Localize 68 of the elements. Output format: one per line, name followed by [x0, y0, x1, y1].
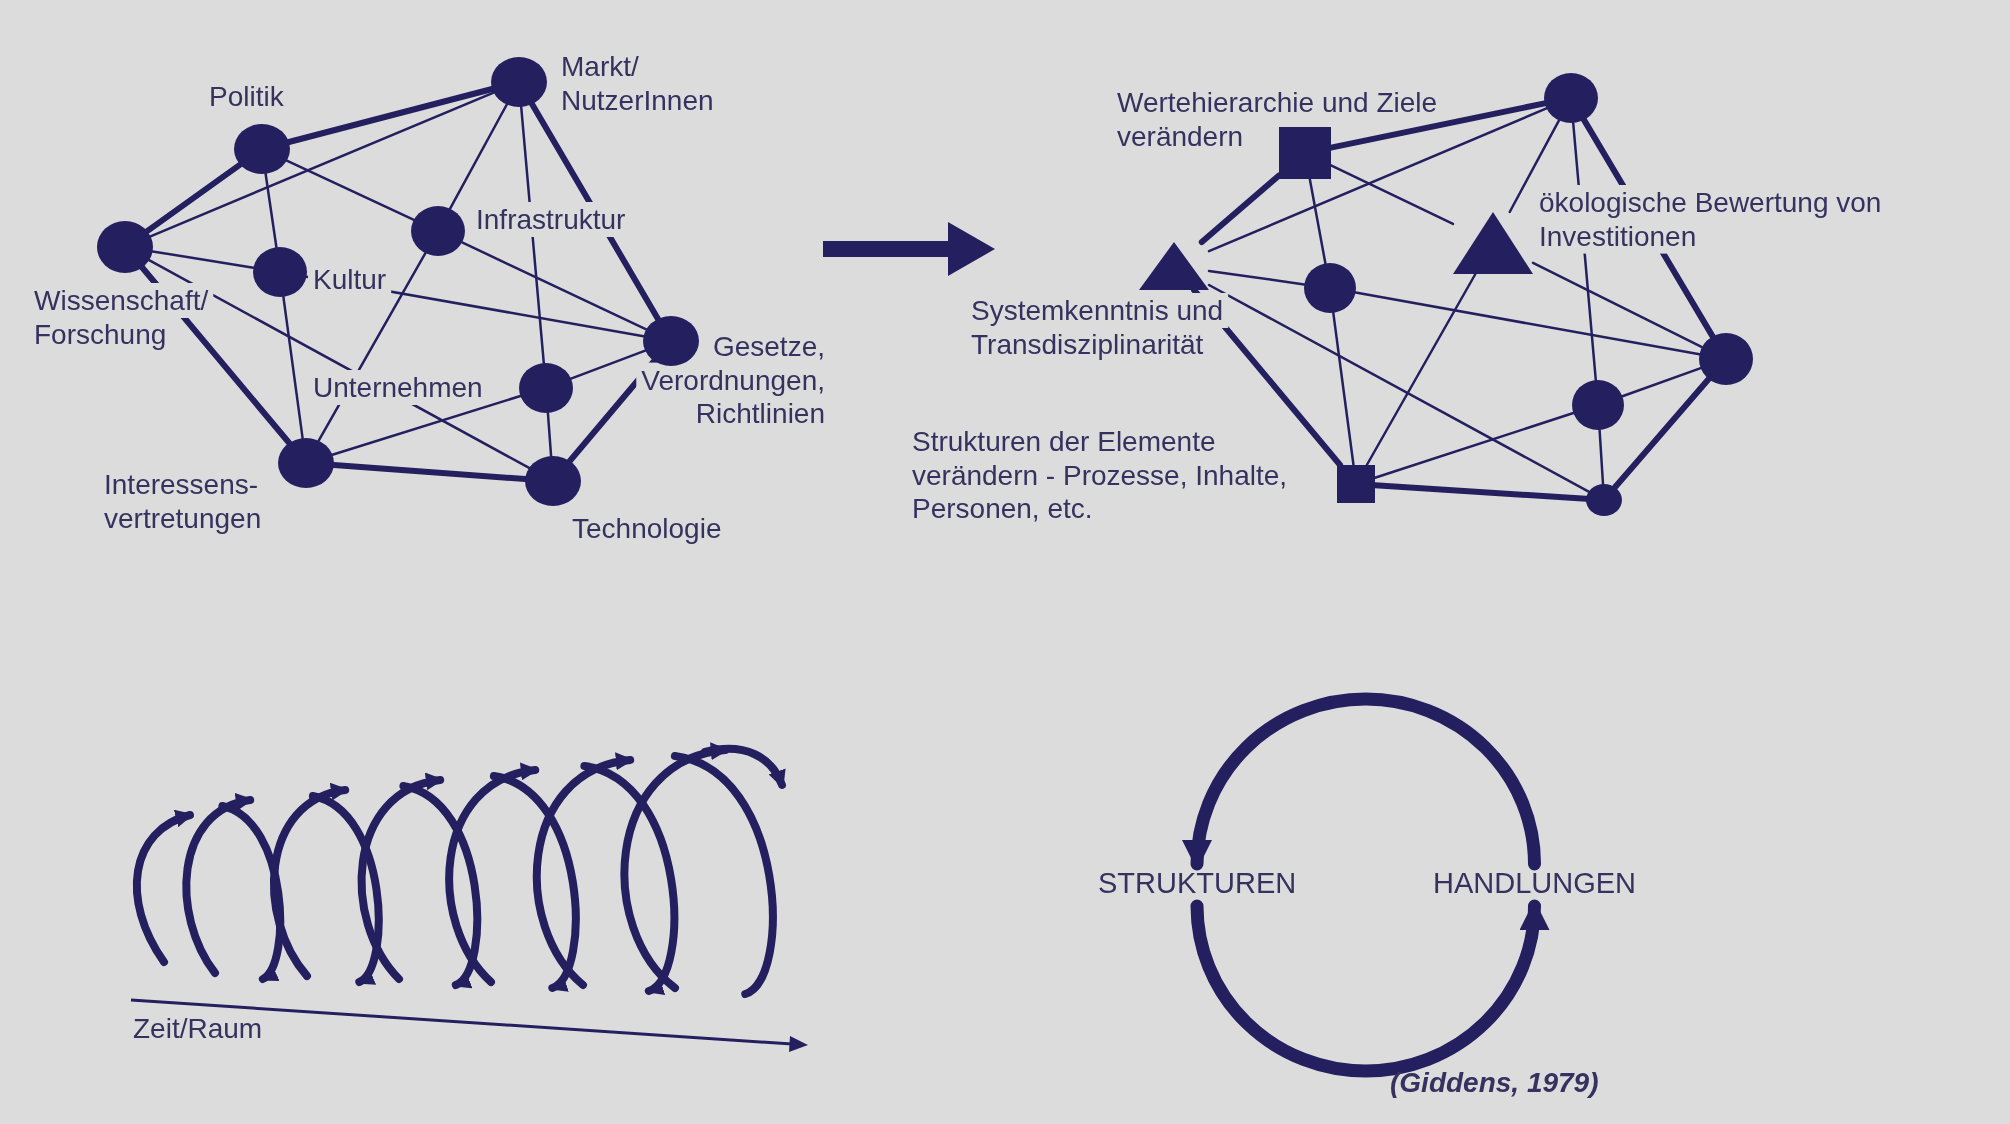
thick-connector [1198, 172, 1282, 245]
connector-line [1332, 311, 1355, 467]
node-label: Wertehierarchie und Ziele verändern [1117, 86, 1439, 154]
node-label: Gesetze, Verordnungen, Richtlinien [640, 330, 825, 431]
concept-text: STRUKTUREN [1098, 866, 1297, 901]
network-node [97, 221, 153, 273]
network-node [1544, 73, 1598, 123]
connector-line [317, 251, 427, 442]
node-label: ökologische Bewertung von Investitionen [1539, 186, 1883, 254]
connector-line [460, 241, 648, 331]
network-node [1572, 380, 1624, 430]
connector-line [1207, 283, 1590, 493]
node-label: Strukturen der Elemente verändern - Prozesse, Inhalte, Personen, etc. [912, 425, 1289, 526]
connector-line [1354, 291, 1701, 356]
connector-line [305, 275, 645, 338]
connector-line [147, 258, 531, 470]
node-label: Interessens- vertretungen [104, 468, 263, 536]
citation-text: (Giddens, 1979) [1390, 1066, 1599, 1100]
network-node [1304, 263, 1356, 313]
connector-line [1365, 272, 1477, 467]
connector-line [264, 172, 278, 249]
thick-connector [566, 358, 658, 464]
thick-connector [1581, 116, 1716, 340]
thick-connector [529, 101, 661, 322]
connector-line [1207, 107, 1548, 253]
thick-connector [144, 161, 244, 235]
network-node [411, 206, 465, 256]
node-label: Infrastruktur [476, 203, 627, 237]
square-node [1279, 127, 1331, 179]
network-node [1586, 484, 1622, 516]
network-node [1699, 333, 1753, 385]
connector-line [1621, 366, 1702, 398]
node-label: Politik [209, 80, 285, 114]
square-node [1337, 465, 1375, 503]
node-label: Markt/ NutzerInnen [561, 50, 715, 118]
connector-line [151, 250, 255, 269]
network-node [643, 316, 699, 366]
connector-line [1571, 121, 1598, 382]
connector-line [282, 295, 304, 440]
network-node [253, 247, 307, 297]
connector-line [1531, 261, 1704, 349]
thick-connector [139, 264, 293, 446]
node-label: Wissenschaft/ Forschung [34, 284, 210, 352]
concept-text: HANDLUNGEN [1433, 866, 1637, 901]
cycle-arrow [1190, 899, 1548, 1078]
thick-connector [1612, 376, 1712, 491]
connector-line [448, 103, 509, 210]
axis-label: Zeit/Raum [133, 1012, 263, 1046]
connector-line [149, 91, 495, 238]
node-label: Technologie [572, 512, 723, 546]
connector-line [546, 411, 553, 458]
network-node [278, 438, 334, 488]
node-label: Systemkenntnis und Transdisziplinarität [971, 294, 1225, 362]
connector-line [519, 105, 546, 365]
connector-line [331, 394, 522, 456]
network-node [491, 57, 547, 107]
connector-line [1508, 119, 1561, 214]
connector-line [285, 159, 416, 222]
network-node [519, 363, 573, 413]
network-node [234, 124, 290, 174]
connector-line [1308, 177, 1327, 265]
node-label: Unternehmen [313, 371, 484, 405]
node-label: Kultur [313, 263, 388, 297]
connector-line [569, 349, 647, 380]
network-node [525, 456, 581, 506]
connector-line [1598, 428, 1605, 486]
cycle-arrow [1183, 692, 1541, 871]
connector-line [1207, 269, 1306, 286]
